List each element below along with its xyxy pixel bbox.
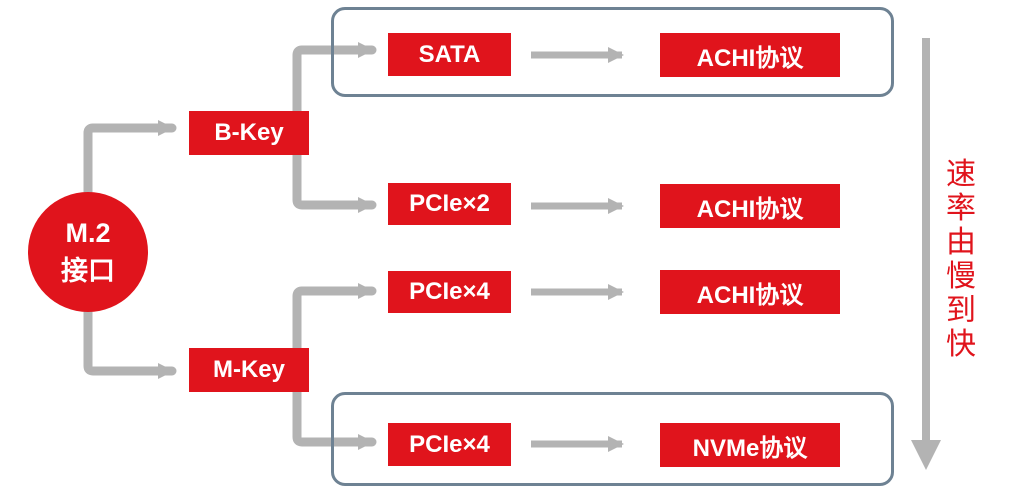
speed-label: 速 率 由 慢 到 快 (941, 158, 981, 362)
nvme-protocol-node: NVMe协议 (660, 423, 840, 467)
speed-char: 快 (946, 328, 976, 361)
arrow-root-to-bkey (83, 120, 177, 200)
arrow-mkey-to-pcie4a (292, 283, 377, 357)
speed-char: 慢 (946, 260, 976, 293)
arrow-root-to-mkey (83, 305, 177, 379)
m-key-node: M-Key (189, 348, 309, 392)
b-key-node: B-Key (189, 111, 309, 155)
sata-node: SATA (388, 33, 511, 76)
highlight-box-nvme (331, 392, 894, 486)
arrow-bkey-to-sata (292, 42, 377, 133)
speed-char: 由 (946, 226, 976, 259)
achi-protocol-node: ACHI协议 (660, 184, 840, 228)
m2-interface-node: M.2 接口 (28, 192, 148, 312)
speed-arrow (911, 38, 941, 470)
achi-protocol-node: ACHI协议 (660, 270, 840, 314)
pcie-x2-node: PCIe×2 (388, 183, 511, 225)
achi-protocol-node: ACHI协议 (660, 33, 840, 77)
speed-char: 速 (946, 158, 976, 191)
pcie-x4-node: PCIe×4 (388, 271, 511, 313)
arrow-mkey-to-pcie4b (292, 366, 377, 450)
speed-char: 率 (946, 192, 976, 225)
m2-label: M.2 (65, 218, 111, 248)
arrow-bkey-to-pcie2 (292, 143, 377, 213)
speed-char: 到 (946, 294, 976, 327)
highlight-box-sata (331, 7, 894, 97)
pcie-x4-nvme-node: PCIe×4 (388, 423, 511, 466)
interface-label: 接口 (61, 256, 115, 286)
